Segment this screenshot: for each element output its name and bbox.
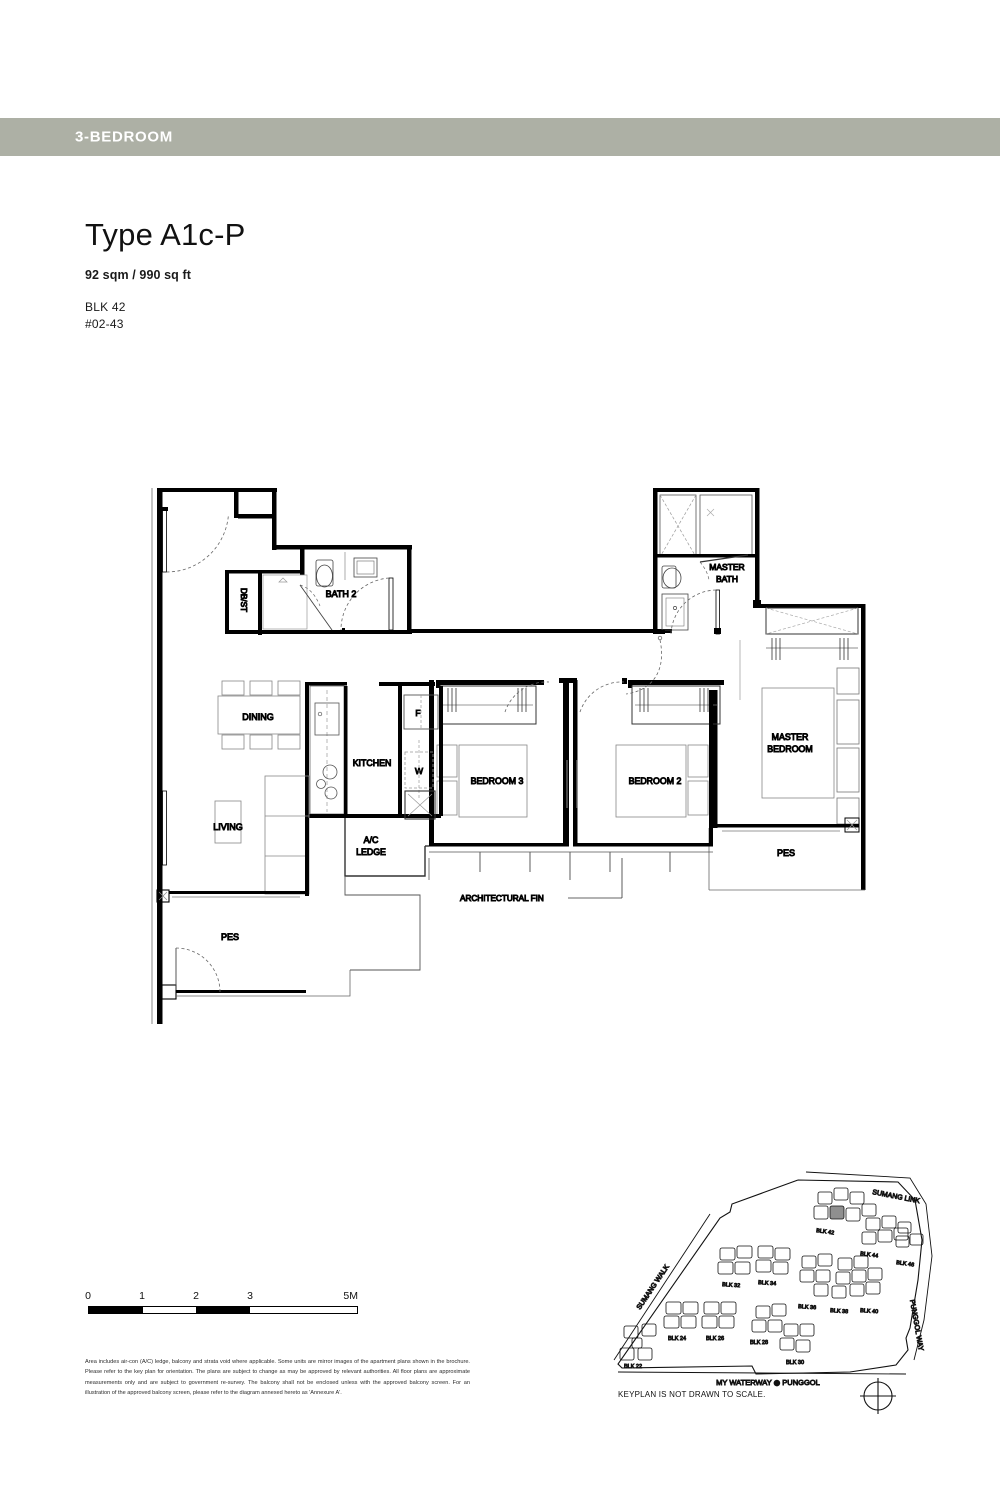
unit-area-label: 92 sqm / 990 sq ft: [85, 268, 192, 283]
svg-text:BEDROOM 2: BEDROOM 2: [629, 776, 682, 786]
keyplan-block-label-26: BLK 26: [706, 1336, 724, 1342]
keyplan-block-label-46: BLK 46: [896, 1260, 915, 1268]
road-label-sumang-link: SUMANG LINK: [872, 1189, 921, 1205]
keyplan-block-label-36: BLK 36: [798, 1304, 816, 1311]
category-header-band: 3-BEDROOM: [0, 118, 1000, 156]
svg-text:ARCHITECTURAL FIN: ARCHITECTURAL FIN: [460, 894, 544, 903]
svg-text:F: F: [415, 708, 420, 718]
scale-tick-2: 2: [193, 1290, 199, 1302]
page-title: Type A1c-P: [85, 217, 246, 252]
svg-text:KITCHEN: KITCHEN: [353, 758, 392, 768]
road-label-my-waterway: MY WATERWAY ◉ PUNGGOL: [716, 1378, 820, 1387]
north-compass-icon: [860, 1378, 896, 1414]
category-label: 3-BEDROOM: [75, 128, 173, 146]
disclaimer-text: Area includes air-con (A/C) ledge, balco…: [85, 1359, 470, 1397]
keyplan-diagram: SUMANG LINK SUMANG WALK PUNGGOL WAY MY W…: [613, 1171, 933, 1414]
keyplan-block-label-32: BLK 32: [722, 1282, 740, 1289]
unit-location-label: BLK 42 #02-43: [85, 299, 246, 334]
svg-text:PES: PES: [777, 848, 795, 858]
scale-bar-group: 0 1 2 3 5M: [85, 1290, 358, 1314]
svg-text:BATH 2: BATH 2: [326, 589, 357, 599]
scale-tick-1: 1: [139, 1290, 145, 1302]
keyplan-block-label-30: BLK 30: [786, 1360, 804, 1366]
scale-tick-3: 3: [247, 1290, 253, 1302]
svg-text:BATH: BATH: [716, 574, 738, 584]
scale-bar: [88, 1306, 358, 1314]
keyplan-caption: KEYPLAN IS NOT DRAWN TO SCALE.: [618, 1390, 766, 1399]
keyplan-block-label-40: BLK 40: [860, 1308, 878, 1315]
keyplan-block-label-28: BLK 28: [750, 1340, 768, 1346]
scale-tick-5m: 5M: [343, 1290, 358, 1302]
scale-tick-0: 0: [85, 1290, 91, 1302]
svg-text:BEDROOM: BEDROOM: [767, 744, 812, 754]
keyplan-block-label-42: BLK 42: [816, 1228, 835, 1236]
scale-tick-labels: 0 1 2 3 5M: [85, 1290, 358, 1304]
svg-text:A/C: A/C: [364, 835, 379, 845]
unit-number: #02-43: [85, 317, 124, 332]
svg-text:LIVING: LIVING: [213, 822, 243, 832]
keyplan-block-label-38: BLK 38: [830, 1308, 848, 1315]
title-block: Type A1c-P 92 sqm / 990 sq ft BLK 42 #02…: [85, 217, 246, 334]
block-number: BLK 42: [85, 300, 126, 315]
keyplan-block-label-44: BLK 44: [860, 1251, 879, 1259]
keyplan-block-label-22: BLK 22: [624, 1364, 642, 1370]
svg-text:DINING: DINING: [242, 712, 274, 722]
svg-text:PES: PES: [221, 932, 239, 942]
svg-text:MASTER: MASTER: [772, 732, 809, 742]
svg-text:MASTER: MASTER: [709, 562, 744, 572]
keyplan-block-label-24: BLK 24: [668, 1336, 686, 1342]
svg-text:LEDGE: LEDGE: [356, 847, 386, 857]
svg-text:DB/ST: DB/ST: [239, 588, 248, 612]
svg-text:BEDROOM 3: BEDROOM 3: [471, 776, 524, 786]
keyplan-block-label-34: BLK 34: [758, 1280, 776, 1287]
